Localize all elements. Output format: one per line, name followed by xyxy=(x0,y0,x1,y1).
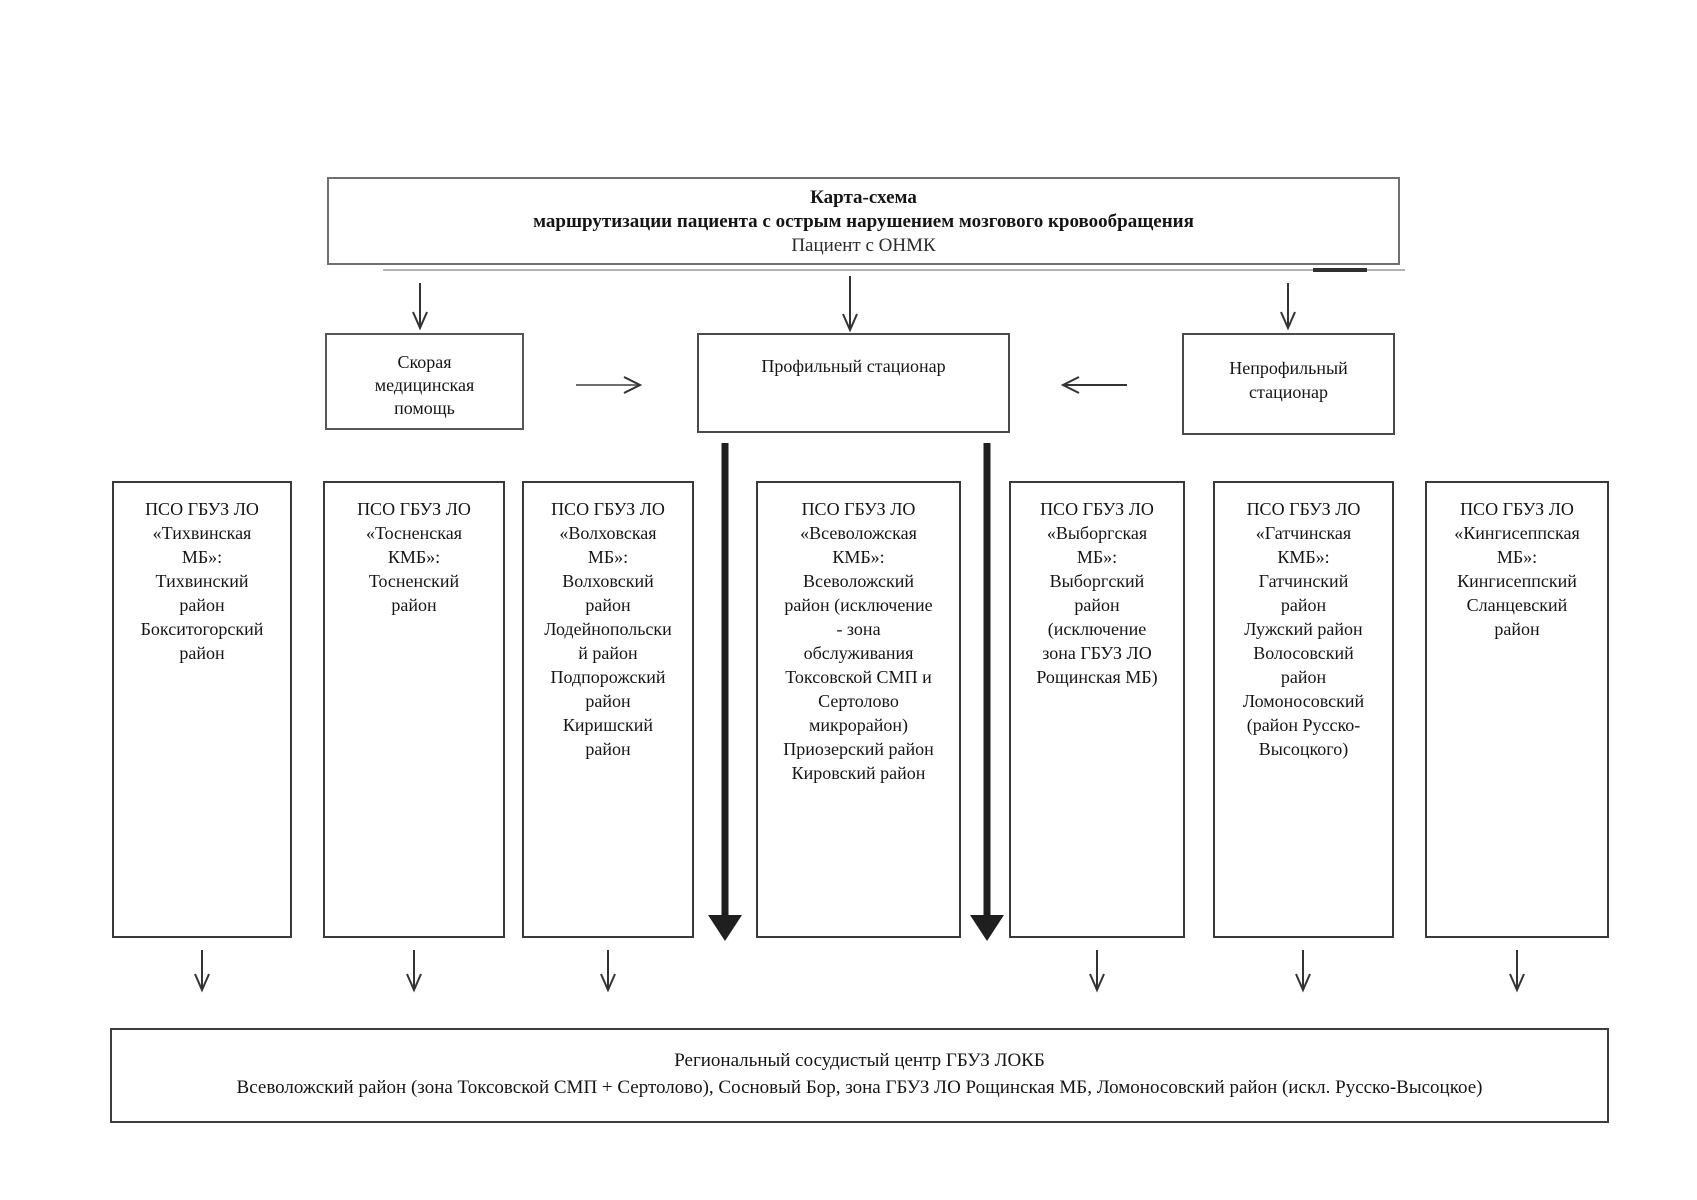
title-line-1: Карта-схема xyxy=(810,187,917,208)
title-line-2: маршрутизации пациента с острым нарушени… xyxy=(533,211,1194,232)
arrow-down-icon xyxy=(1295,950,1311,993)
pso-box-gatchina: ПСО ГБУЗ ЛО «Гатчинская КМБ»: Гатчинский… xyxy=(1213,481,1394,938)
scan-artifact-dash xyxy=(1313,268,1367,272)
regional-line-2: Всеволожский район (зона Токсовской СМП … xyxy=(236,1077,1483,1098)
arrow-down-icon xyxy=(842,276,858,333)
pso-box-kingisepp: ПСО ГБУЗ ЛО «Кингисеппская МБ»: Кингисеп… xyxy=(1425,481,1609,938)
pso-box-vsevolozhsk: ПСО ГБУЗ ЛО «Всеволожская КМБ»: Всеволож… xyxy=(756,481,961,938)
scan-artifact-line xyxy=(383,269,1405,271)
arrow-down-icon xyxy=(194,950,210,993)
arrow-down-icon xyxy=(1280,283,1296,331)
ems-box: Скорая медицинская помощь xyxy=(325,333,524,430)
regional-line-1: Региональный сосудистый центр ГБУЗ ЛОКБ xyxy=(674,1050,1045,1071)
pso-box-volkhov: ПСО ГБУЗ ЛО «Волховская МБ»: Волховский … xyxy=(522,481,694,938)
pso-box-vyborg: ПСО ГБУЗ ЛО «Выборгская МБ»: Выборгский … xyxy=(1009,481,1185,938)
title-box: Карта-схема маршрутизации пациента с ост… xyxy=(327,177,1400,265)
title-line-3: Пациент с ОНМК xyxy=(791,235,936,256)
pso-box-tosno: ПСО ГБУЗ ЛО «Тосненская КМБ»: Тосненский… xyxy=(323,481,505,938)
arrow-down-icon xyxy=(600,950,616,993)
regional-vascular-center-box: Региональный сосудистый центр ГБУЗ ЛОКБ … xyxy=(110,1028,1609,1123)
arrow-down-icon xyxy=(412,283,428,331)
thick-arrow-down-icon xyxy=(970,443,1004,941)
arrow-down-icon xyxy=(1089,950,1105,993)
nonprofile-hospital-box: Непрофильный стационар xyxy=(1182,333,1395,435)
arrow-down-icon xyxy=(1509,950,1525,993)
pso-box-tikhvin: ПСО ГБУЗ ЛО «Тихвинская МБ»: Тихвинский … xyxy=(112,481,292,938)
profile-hospital-box: Профильный стационар xyxy=(697,333,1010,433)
arrow-right-icon xyxy=(576,376,643,394)
arrow-down-icon xyxy=(406,950,422,993)
thick-arrow-down-icon xyxy=(708,443,742,941)
arrow-left-icon xyxy=(1060,376,1127,394)
